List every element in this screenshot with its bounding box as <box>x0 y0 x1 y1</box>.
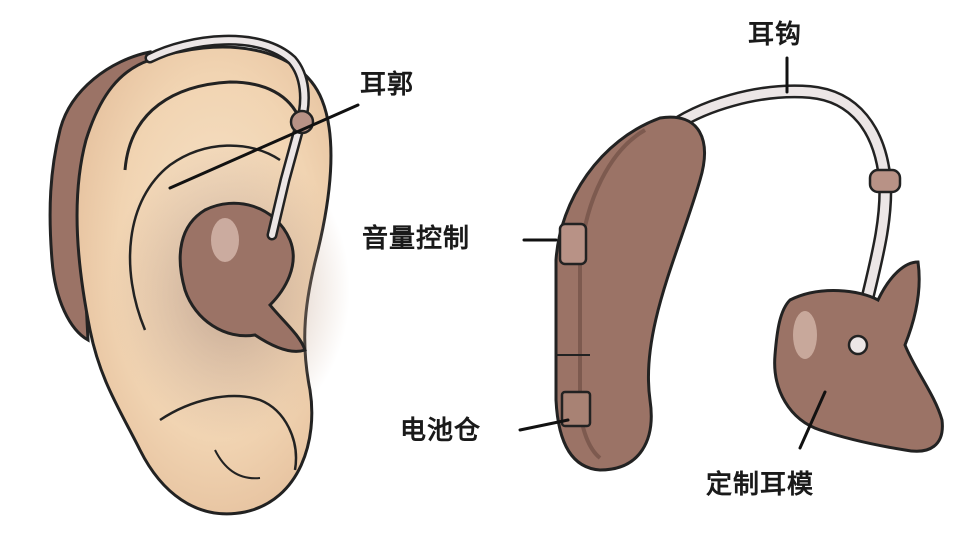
label-volume-control: 音量控制 <box>362 224 471 254</box>
volume-control-knob <box>558 222 588 266</box>
label-auricle: 耳郭 <box>360 70 415 100</box>
ear-illustration <box>48 34 350 516</box>
leader-battery <box>518 418 570 432</box>
label-ear-hook: 耳钩 <box>748 20 803 50</box>
label-battery-compartment: 电池仓 <box>400 416 482 446</box>
antihelix <box>128 144 281 331</box>
label-custom-earmold: 定制耳模 <box>706 470 815 500</box>
battery-door <box>560 390 592 428</box>
leader-lines <box>168 56 827 450</box>
custom-earmold <box>773 260 944 453</box>
hook-ring <box>868 168 902 194</box>
antihelix-lower <box>159 394 298 471</box>
leader-earmold <box>798 390 827 450</box>
leader-auricle <box>168 103 360 190</box>
hearing-aid-illustration <box>554 84 944 472</box>
helix-fold <box>123 80 302 171</box>
bte-body <box>554 115 706 472</box>
